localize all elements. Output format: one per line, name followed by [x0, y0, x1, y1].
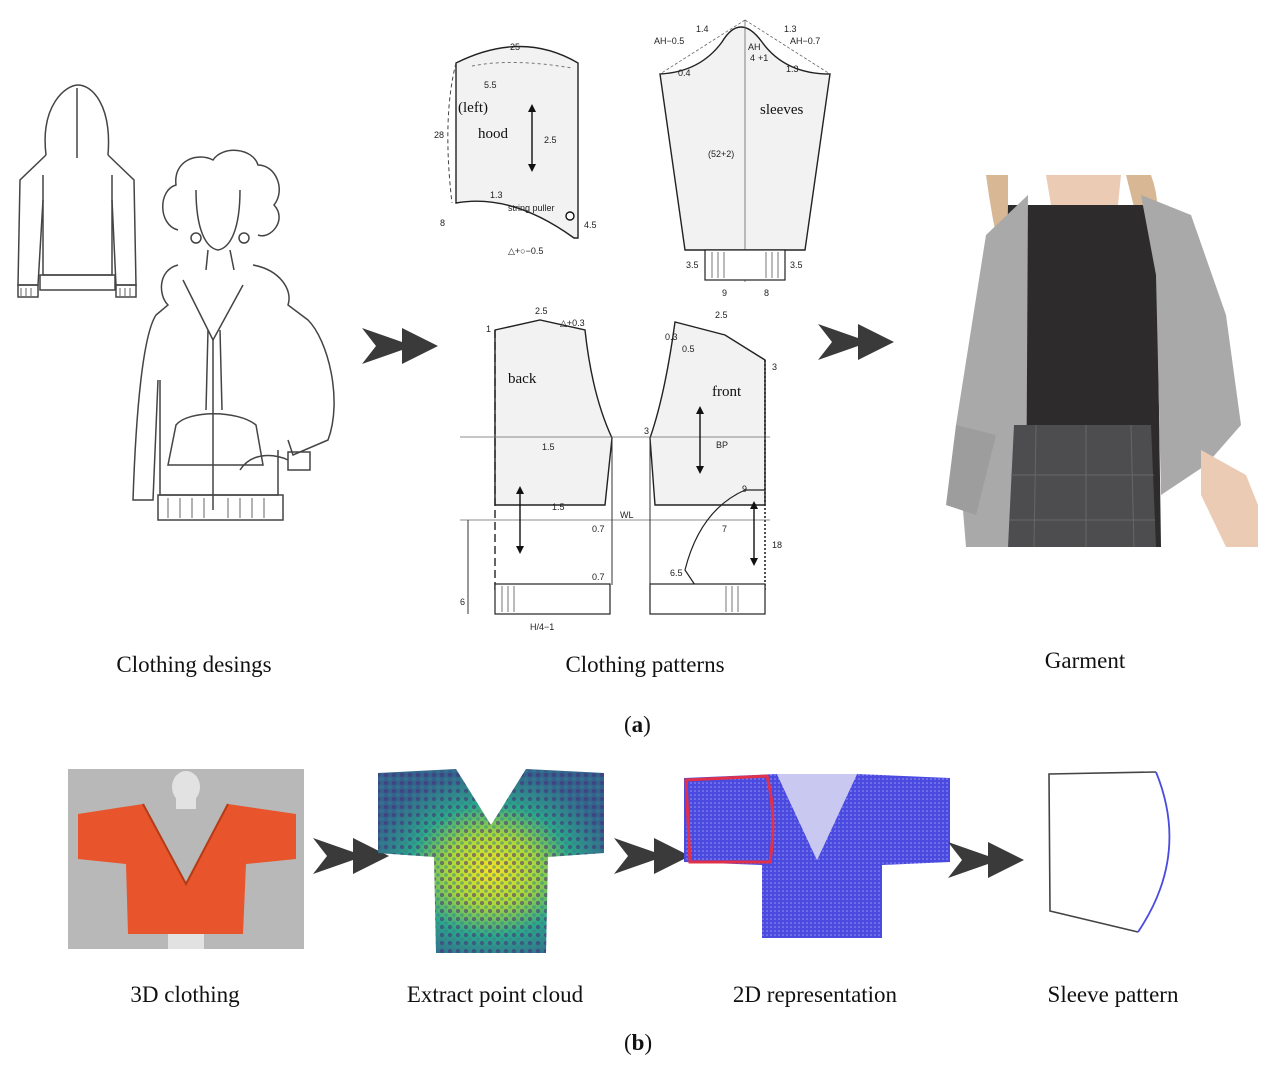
dim-label: H/4−1 [530, 622, 554, 630]
dim-label: 18 [772, 540, 782, 550]
dim-label: 1.5 [552, 502, 565, 512]
dim-label: 6.5 [670, 568, 683, 578]
dim-label: AH−0.7 [790, 36, 820, 46]
sleeve-fraction-denominator: 4 [750, 53, 755, 63]
dim-label: 7 [722, 524, 727, 534]
sleeve-highlight [684, 774, 775, 864]
dim-label: 3 [772, 362, 777, 372]
dim-label: 5.5 [484, 80, 497, 90]
dim-label: 3 [644, 426, 649, 436]
trousers [1008, 425, 1156, 547]
dim-label: 0.7 [592, 524, 605, 534]
dim-label: △+○−0.5 [508, 246, 543, 256]
hood-label: hood [478, 126, 509, 142]
arrow-right-icon [313, 838, 389, 874]
dim-label: 1.5 [542, 442, 555, 452]
hoodie-design-sketch [17, 84, 335, 521]
sweater-right [1141, 195, 1241, 495]
front-label: front [712, 384, 742, 400]
hood-pattern: 25 5.5 28 2.5 1.3 4.5 8 △+○−0.5 (left) h… [434, 42, 597, 256]
dim-label: 0.4 [678, 68, 691, 78]
dim-label: 1.3 [784, 24, 797, 34]
sleeve-pattern-visual [1048, 771, 1171, 933]
dim-label: 9 [722, 288, 727, 298]
dim-label: △+0.3 [560, 318, 585, 328]
sleeve-fraction-numerator: AH [748, 42, 761, 52]
panel-label-b: (b) [624, 1030, 653, 1055]
dim-label: 0.5 [682, 344, 695, 354]
point-cloud-visual [378, 769, 604, 953]
dim-label: 0.3 [665, 332, 678, 342]
dim-label: 25 [510, 42, 520, 52]
caption-clothing-patterns: Clothing patterns [565, 652, 725, 677]
garment-photo [946, 175, 1258, 547]
arrow-right-icon [818, 324, 894, 360]
string-puller-label: string puller [508, 203, 555, 213]
dim-label: AH−0.5 [654, 36, 684, 46]
dim-label: 2.5 [544, 135, 557, 145]
panel-label-a: (a) [624, 712, 651, 737]
wl-label: WL [620, 510, 634, 520]
back-label: back [508, 371, 537, 387]
caption-3d-clothing: 3D clothing [130, 982, 240, 1007]
bp-label: BP [716, 440, 728, 450]
dim-label: 8 [440, 218, 445, 228]
dim-label: 3.5 [790, 260, 803, 270]
dim-label: 2.5 [715, 310, 728, 320]
dim-label: 2.5 [535, 306, 548, 316]
arrow-right-icon [614, 838, 690, 874]
dim-label: 28 [434, 130, 444, 140]
dim-label: 8 [764, 288, 769, 298]
caption-extract-point-cloud: Extract point cloud [406, 982, 584, 1007]
3d-clothing-render [68, 769, 304, 949]
caption-garment: Garment [1044, 648, 1126, 673]
dim-label: 6 [460, 597, 465, 607]
caption-2d-representation: 2D representation [732, 982, 898, 1007]
dim-label: 1 [486, 324, 491, 334]
dim-label: 4.5 [584, 220, 597, 230]
caption-sleeve-pattern: Sleeve pattern [1047, 982, 1179, 1007]
sleeve-curve [1137, 771, 1171, 933]
dim-label: 1.3 [786, 64, 799, 74]
dim-label: 1.3 [490, 190, 503, 200]
2d-representation-visual [684, 774, 950, 938]
sleeve-draft-pattern: 1.4 1.3 AH−0.5 AH−0.7 AH 4 +1 1.3 0.4 (5… [654, 19, 831, 298]
caption-clothing-designs: Clothing desings [116, 652, 272, 677]
dim-label: 0.7 [592, 572, 605, 582]
sleeve-fraction-suffix: +1 [758, 53, 768, 63]
dim-label: 9 [742, 484, 747, 494]
dim-label: 1.4 [696, 24, 709, 34]
orange-shirt [78, 804, 296, 934]
arrow-right-icon [362, 328, 438, 364]
dim-label: (52+2) [708, 149, 734, 159]
sleeves-label: sleeves [760, 102, 803, 118]
hood-left-label: (left) [458, 100, 488, 116]
arrow-right-icon [948, 842, 1024, 878]
bodice-pattern: 2.5 △+0.3 1 1.5 1.5 0.7 0.7 0.3 0.5 2.5 … [460, 306, 782, 630]
dim-label: 3.5 [686, 260, 699, 270]
